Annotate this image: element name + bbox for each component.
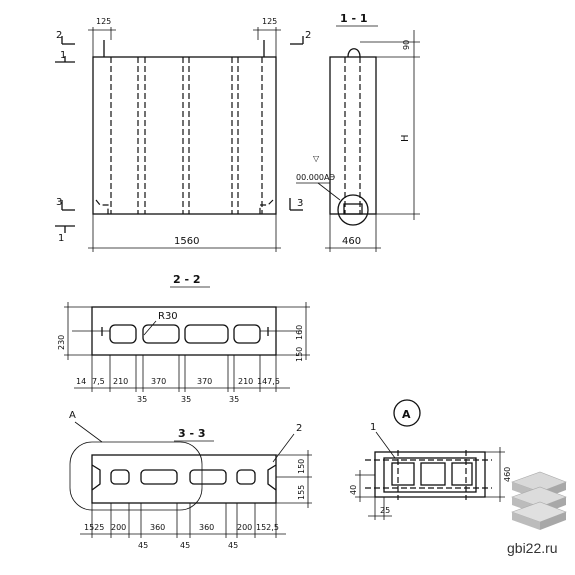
sec33-dim-152-5: 152,5	[256, 523, 279, 532]
cut-1-top-label: 1	[60, 50, 66, 61]
sec33-dim-200-b: 200	[237, 523, 252, 532]
level-value: 00.000АЭ	[296, 173, 335, 182]
detail-a-label-1: 1	[370, 422, 376, 433]
dim-height: Н	[400, 134, 411, 142]
cut-2-left-label: 2	[56, 30, 62, 41]
dim-width-1560: 1560	[174, 236, 199, 247]
sec22-radius: R30	[158, 311, 178, 322]
sec22-dim-7-5: 7,5	[92, 377, 105, 386]
sec33-dim-45-b: 45	[180, 541, 190, 550]
front-view: 125 125 2 2 1 3 1 3 1560	[55, 17, 311, 252]
detail-a-dim-25: 25	[380, 506, 390, 515]
cut-1-bottom-label: 1	[58, 233, 64, 244]
sec33-void-2	[140, 469, 178, 485]
dim-90: 90	[402, 40, 411, 50]
sec33-dim-360-b: 360	[199, 523, 214, 532]
detail-a-marker-circle	[337, 194, 369, 226]
sec22-dim-35-c: 35	[229, 395, 239, 404]
dim-125-left: 125	[96, 17, 111, 26]
sec22-dim-160: 160	[295, 325, 304, 340]
section-3-3: 3 - 3 А 2 150 155 1525 200	[69, 410, 312, 550]
detail-a-label: А	[402, 408, 411, 421]
sec33-title: 3 - 3	[178, 427, 206, 440]
sec22-dim-147-5: 147,5	[257, 377, 280, 386]
sec22-void-1	[109, 324, 137, 344]
sec33-void-4	[236, 469, 256, 485]
sec33-dim-360-a: 360	[150, 523, 165, 532]
sec22-dim-14: 14	[76, 377, 86, 386]
sec33-dim-1525: 1525	[84, 523, 104, 532]
dim-125-right: 125	[262, 17, 277, 26]
detail-a-dim-460: 460	[503, 467, 512, 482]
cut-3-left-label: 3	[56, 197, 62, 208]
watermark-text: gbi22.ru	[507, 540, 558, 556]
sec22-dim-35-a: 35	[137, 395, 147, 404]
sec33-label-2: 2	[296, 423, 302, 434]
sec33-void-1	[110, 469, 130, 485]
sec22-dim-230: 230	[57, 335, 66, 350]
front-outline	[92, 56, 277, 215]
sec22-dim-150: 150	[295, 347, 304, 362]
sec33-dim-45-a: 45	[138, 541, 148, 550]
sec22-void-2	[142, 324, 180, 344]
sec22-void-4	[233, 324, 261, 344]
sec22-dim-370-a: 370	[151, 377, 166, 386]
sec33-void-3	[189, 469, 227, 485]
detail-a-callout	[69, 441, 203, 511]
cut-3-right-label: 3	[297, 198, 303, 209]
sec33-dim-200-a: 200	[111, 523, 126, 532]
section-2-2: 2 - 2 R30 230 160 150	[57, 273, 310, 404]
sec22-void-3	[184, 324, 229, 344]
sec22-dim-35-b: 35	[181, 395, 191, 404]
sec22-outline	[91, 306, 277, 356]
detail-a-block	[374, 451, 486, 498]
side-view: 1 - 1 ▽ 00.000АЭ 90 Н 460	[296, 12, 420, 252]
sec22-title: 2 - 2	[173, 273, 201, 286]
side-title: 1 - 1	[340, 12, 368, 25]
cut-2-right-label: 2	[305, 30, 311, 41]
detail-a: А 1 460 40 25	[349, 399, 512, 520]
sec22-dim-210-a: 210	[113, 377, 128, 386]
sec33-dim-155: 155	[297, 485, 306, 500]
sec22-dim-370-b: 370	[197, 377, 212, 386]
sec33-label-a: А	[69, 410, 76, 421]
dim-side-460: 460	[342, 236, 361, 247]
level-mark: ▽	[313, 154, 320, 163]
sec33-outline	[91, 454, 277, 504]
side-outline	[329, 56, 377, 215]
detail-a-circle	[393, 399, 421, 427]
sec22-dim-210-b: 210	[238, 377, 253, 386]
sec33-dim-150: 150	[297, 459, 306, 474]
watermark-logo	[511, 471, 567, 530]
sec33-dim-45-c: 45	[228, 541, 238, 550]
detail-a-dim-40: 40	[349, 485, 358, 495]
